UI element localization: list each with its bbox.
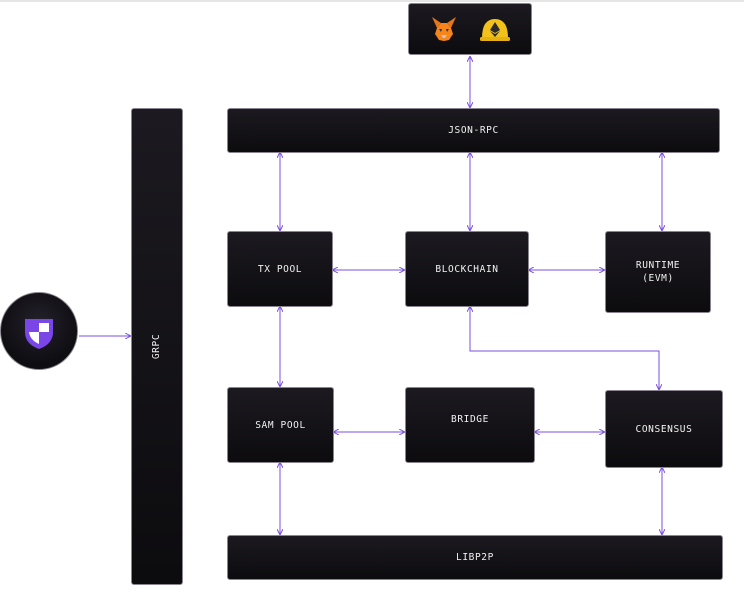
- libp2p-label: LIBP2P: [456, 552, 494, 563]
- sam-pool-node[interactable]: SAM POOL: [227, 387, 334, 463]
- blockchain-label: BLOCKCHAIN: [435, 263, 499, 275]
- bridge-label: BRIDGE: [451, 413, 489, 425]
- wallets-node[interactable]: [408, 3, 532, 55]
- ethereum-helmet-icon: [480, 19, 510, 41]
- tx-pool-label: TX POOL: [257, 263, 303, 275]
- grpc-label: GRPC: [151, 333, 163, 360]
- blockchain-node[interactable]: BLOCKCHAIN: [405, 231, 529, 307]
- runtime-label: RUNTIME (EVM): [635, 260, 681, 284]
- blockchain-consensus-connector: [470, 307, 659, 389]
- sam-pool-label: SAM POOL: [255, 419, 306, 431]
- metamask-fox-icon: [432, 17, 456, 41]
- consensus-label: CONSENSUS: [635, 423, 693, 435]
- runtime-node[interactable]: RUNTIME (EVM): [605, 231, 711, 313]
- top-border: [0, 0, 744, 2]
- client-node[interactable]: [0, 292, 78, 370]
- shield-icon: [25, 319, 53, 349]
- json-rpc-node[interactable]: JSON-RPC: [227, 108, 720, 153]
- grpc-node[interactable]: GRPC: [131, 108, 183, 585]
- consensus-node[interactable]: CONSENSUS: [605, 390, 723, 468]
- libp2p-node[interactable]: LIBP2P: [227, 535, 723, 580]
- bridge-node[interactable]: BRIDGE: [405, 387, 535, 463]
- json-rpc-label: JSON-RPC: [448, 125, 499, 136]
- tx-pool-node[interactable]: TX POOL: [227, 231, 333, 307]
